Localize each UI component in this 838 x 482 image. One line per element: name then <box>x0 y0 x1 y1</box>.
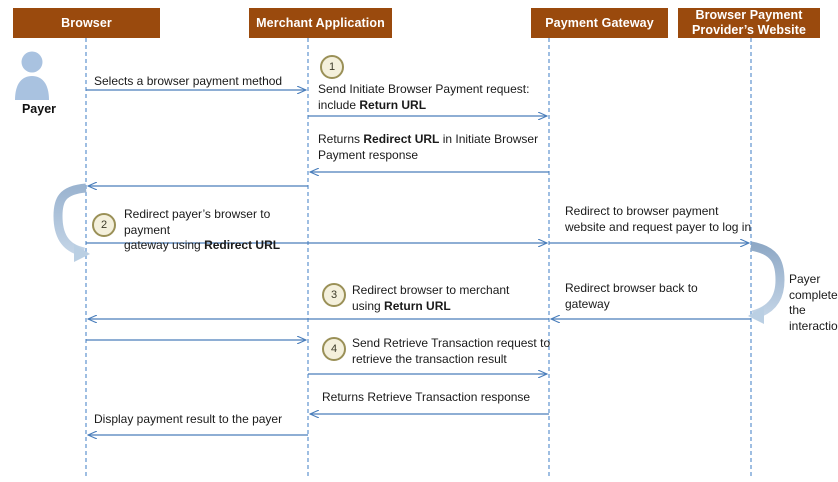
step-badge-3: 3 <box>322 283 346 307</box>
lane-header-merchant-label: Merchant Application <box>256 15 385 30</box>
message-label-m1: Selects a browser payment method <box>94 74 283 88</box>
note-payer-completes: Payer completes the interaction <box>789 272 838 333</box>
message-label-m11: Returns Retrieve Transaction response <box>322 390 531 404</box>
message-label-m12: Display payment result to the payer <box>94 412 283 426</box>
provider-self-loop-arrow <box>750 241 785 320</box>
actor-payer-label: Payer <box>21 102 57 116</box>
lane-header-browser-label: Browser <box>61 15 112 30</box>
lane-header-browser: Browser <box>13 8 160 38</box>
step-badge-1: 1 <box>320 55 344 79</box>
step-badge-1-label: 1 <box>328 61 336 73</box>
lane-header-merchant: Merchant Application <box>249 8 392 38</box>
message-label-m7: Redirect browser to merchant using Retur… <box>352 283 510 313</box>
message-label-m8: Redirect browser back to gateway <box>565 281 698 311</box>
lane-header-gateway: Payment Gateway <box>531 8 668 38</box>
message-label-m5: Redirect payer’s browser to payment gate… <box>124 207 281 252</box>
browser-self-loop-arrow <box>53 183 87 257</box>
message-label-m3: Returns Redirect URL in Initiate Browser… <box>318 132 539 162</box>
step-badge-3-label: 3 <box>330 289 338 301</box>
lane-header-provider: Browser Payment Provider’s Website <box>678 8 820 38</box>
provider-self-loop-arrowhead <box>748 306 764 324</box>
step-badge-4: 4 <box>322 337 346 361</box>
step-badge-2: 2 <box>92 213 116 237</box>
message-label-m9: Send Retrieve Transaction request to ret… <box>352 336 551 366</box>
browser-self-loop-arrowhead <box>74 244 90 262</box>
person-icon <box>15 51 49 100</box>
step-badge-2-label: 2 <box>100 219 108 231</box>
message-label-m2: Send Initiate Browser Payment request: i… <box>318 82 530 112</box>
message-label-m6: Redirect to browser payment website and … <box>565 204 752 234</box>
step-badge-4-label: 4 <box>330 343 338 355</box>
lane-header-gateway-label: Payment Gateway <box>545 15 654 30</box>
lane-header-provider-label: Browser Payment Provider’s Website <box>691 8 807 37</box>
